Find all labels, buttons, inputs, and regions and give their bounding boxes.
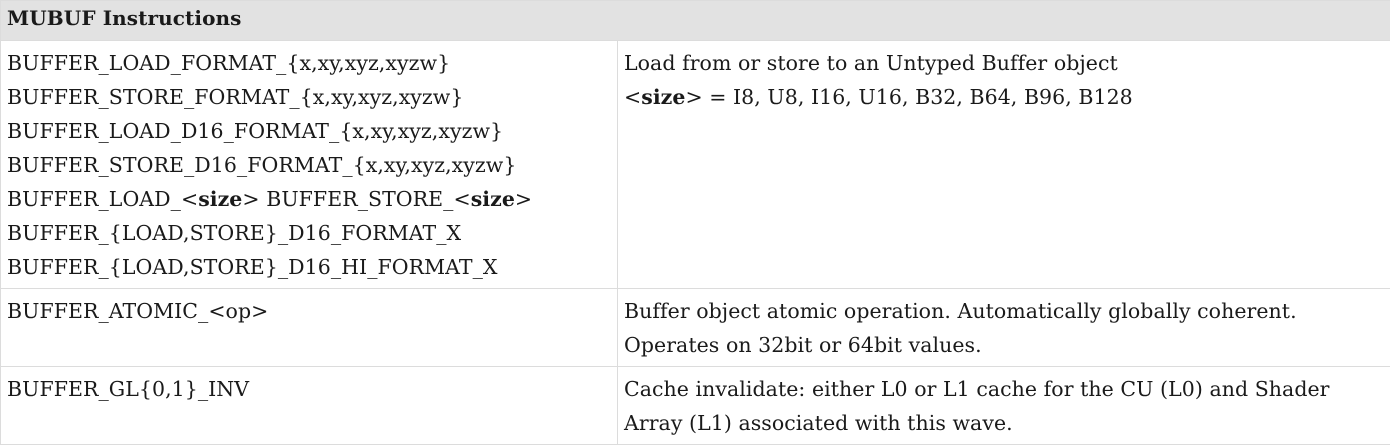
instruction-line: BUFFER_{LOAD,STORE}_D16_FORMAT_X bbox=[7, 216, 611, 250]
description-cell: Cache invalidate: either L0 or L1 cache … bbox=[618, 367, 1390, 445]
instruction-line: BUFFER_LOAD_D16_FORMAT_{x,xy,xyz,xyzw} bbox=[7, 114, 611, 148]
description-line: Operates on 32bit or 64bit values. bbox=[624, 328, 1384, 362]
instruction-cell: BUFFER_GL{0,1}_INV bbox=[1, 367, 618, 445]
table-row: BUFFER_ATOMIC_<op> Buffer object atomic … bbox=[1, 289, 1390, 367]
description-line: Load from or store to an Untyped Buffer … bbox=[624, 46, 1384, 80]
description-line: <size> = I8, U8, I16, U16, B32, B64, B96… bbox=[624, 80, 1384, 114]
instruction-cell: BUFFER_ATOMIC_<op> bbox=[1, 289, 618, 367]
table-title: MUBUF Instructions bbox=[1, 1, 1390, 41]
instruction-line: BUFFER_ATOMIC_<op> bbox=[7, 294, 611, 328]
instruction-line: BUFFER_STORE_FORMAT_{x,xy,xyz,xyzw} bbox=[7, 80, 611, 114]
instruction-line: BUFFER_LOAD_FORMAT_{x,xy,xyz,xyzw} bbox=[7, 46, 611, 80]
description-line: Cache invalidate: either L0 or L1 cache … bbox=[624, 372, 1384, 406]
size-keyword: size bbox=[471, 187, 515, 211]
table-row: BUFFER_GL{0,1}_INV Cache invalidate: eit… bbox=[1, 367, 1390, 445]
instruction-line: BUFFER_STORE_D16_FORMAT_{x,xy,xyz,xyzw} bbox=[7, 148, 611, 182]
description-line: Buffer object atomic operation. Automati… bbox=[624, 294, 1384, 328]
size-keyword: size bbox=[641, 85, 685, 109]
description-cell: Load from or store to an Untyped Buffer … bbox=[618, 41, 1390, 289]
instruction-line: BUFFER_GL{0,1}_INV bbox=[7, 372, 611, 406]
description-cell: Buffer object atomic operation. Automati… bbox=[618, 289, 1390, 367]
size-keyword: size bbox=[198, 187, 242, 211]
instruction-line: BUFFER_{LOAD,STORE}_D16_HI_FORMAT_X bbox=[7, 250, 611, 284]
table-row: BUFFER_LOAD_FORMAT_{x,xy,xyz,xyzw} BUFFE… bbox=[1, 41, 1390, 289]
description-line: Array (L1) associated with this wave. bbox=[624, 406, 1384, 440]
instruction-cell: BUFFER_LOAD_FORMAT_{x,xy,xyz,xyzw} BUFFE… bbox=[1, 41, 618, 289]
instruction-line: BUFFER_LOAD_<size> BUFFER_STORE_<size> bbox=[7, 182, 611, 216]
